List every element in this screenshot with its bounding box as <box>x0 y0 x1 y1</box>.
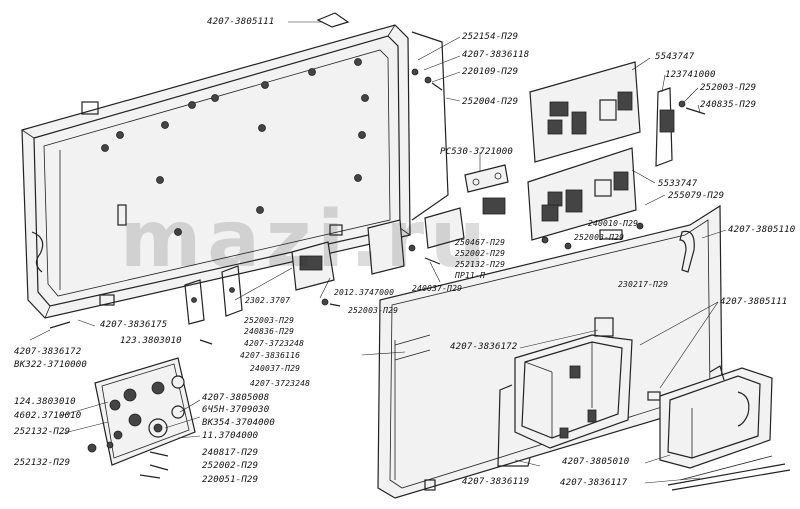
part-label: 240037-П29 <box>412 284 463 293</box>
part-label: 4207-3836117 <box>560 478 628 488</box>
part-label: 240037-П29 <box>250 364 301 373</box>
retaining-rod <box>411 31 449 221</box>
relay-mid-right <box>424 207 465 249</box>
part-label: 240817-П29 <box>202 448 259 458</box>
part-label: 252002-П29 <box>455 249 506 258</box>
bottom-rod <box>671 469 791 491</box>
part-label: 240010-П29 <box>588 219 639 228</box>
part-label: 4207-3836175 <box>100 320 168 330</box>
part-label: 124.3803010 <box>14 397 76 407</box>
part-label: 4207-3805110 <box>728 225 796 235</box>
part-label: 255079-П29 <box>668 191 725 201</box>
part-label: 252132-П29 <box>455 260 506 269</box>
part-label: 252132-П29 <box>14 458 71 468</box>
part-label: 123.3803010 <box>120 336 182 346</box>
part-label: 4207-3805010 <box>562 457 630 467</box>
part-label: 252004-П29 <box>462 97 519 107</box>
part-label: 5543747 <box>655 52 695 62</box>
part-label: 4207-3836116 <box>240 351 301 360</box>
part-label: 4207-3805008 <box>202 393 270 403</box>
lamp-lens <box>659 365 773 481</box>
part-label: 11.3704000 <box>202 431 259 441</box>
part-label: 4207-3723248 <box>244 339 305 348</box>
housing-upper <box>21 24 411 319</box>
part-label: 250467-П29 <box>455 238 506 247</box>
part-label: 4207-3836119 <box>462 477 530 487</box>
screws-small <box>321 68 644 307</box>
part-label: 4207-3805111 <box>207 17 275 27</box>
part-label: 2012.3747000 <box>334 288 395 297</box>
side-brackets <box>49 265 243 329</box>
leader-lines <box>29 21 727 484</box>
part-label: 252003-П29 <box>244 316 295 325</box>
part-label: 220109-П29 <box>462 67 519 77</box>
part-label: 252154-П29 <box>462 32 519 42</box>
resistor-bracket <box>464 164 509 215</box>
part-label: 240836-П29 <box>244 327 295 336</box>
relay-mid-left <box>291 241 335 291</box>
bracket-top-right <box>655 87 706 167</box>
part-label: ВК354-3704000 <box>202 418 276 428</box>
part-label: 252002-П29 <box>202 461 259 471</box>
part-label: ВК322-3710000 <box>14 360 88 370</box>
part-label: 4207-3836172 <box>14 347 82 357</box>
part-label: 220051-П29 <box>202 475 259 485</box>
part-label: 230217-П29 <box>618 280 669 289</box>
part-label: 252003-П29 <box>348 306 399 315</box>
part-label: 4207-3805111 <box>720 297 788 307</box>
housing-mounting-bosses <box>101 58 369 236</box>
part-label: 4207-3836172 <box>450 342 518 352</box>
relay-board-upper <box>529 61 641 163</box>
top-clip <box>316 12 350 28</box>
part-label: 240835-П29 <box>700 100 757 110</box>
part-label: РС530-3721000 <box>440 147 514 157</box>
relay-mid-center <box>367 219 405 275</box>
switch-panel <box>87 339 213 479</box>
relay-board-lower <box>527 147 637 241</box>
part-label: 4207-3836118 <box>462 50 530 60</box>
part-label: 252132-П29 <box>14 427 71 437</box>
inner-tray <box>514 317 633 449</box>
part-label: 5533747 <box>658 179 698 189</box>
part-label: 4602.3710010 <box>14 411 82 421</box>
part-label: 123741000 <box>665 70 716 80</box>
part-label: 252003-П29 <box>574 233 625 242</box>
part-label: 4207-3723248 <box>250 379 311 388</box>
part-label: 2302.3707 <box>245 296 291 305</box>
part-label: 6Ч5Н-3709030 <box>202 405 270 415</box>
part-label: 252003-П29 <box>700 83 757 93</box>
part-label: ПР11-П <box>455 271 486 280</box>
